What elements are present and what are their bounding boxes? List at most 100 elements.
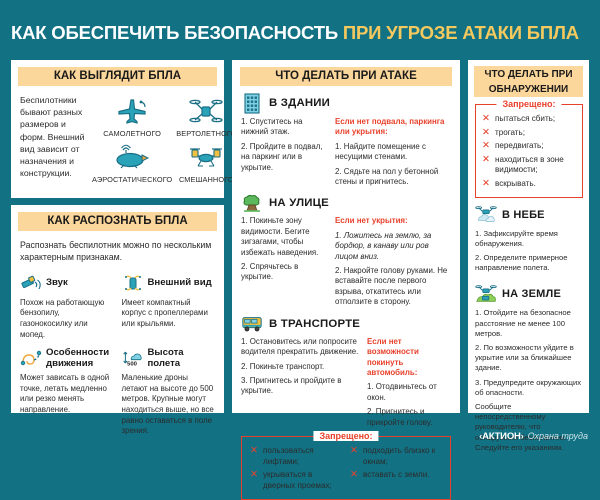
- recognition-sign-item: 500 Высота полета Маленькие дроны летают…: [122, 346, 216, 437]
- recognition-sign-title: Высота полета: [147, 347, 184, 370]
- step-line: 2. По возможности уйдите в укрытие или з…: [475, 342, 574, 373]
- recognition-sign-text: Может зависать в одной точке, летать мед…: [20, 373, 110, 414]
- forbidden-box-attack: Запрещено: ✕пользоваться лифтами; ✕укрыв…: [241, 430, 451, 500]
- bus-icon: [241, 314, 263, 334]
- step-line: 1. Спуститесь на нижний этаж.: [241, 117, 303, 137]
- recognition-sign-text: Имеет компактный корпус с пропеллерами и…: [121, 297, 208, 328]
- step-line: 1. Найдите помещение с несущими стенами.: [335, 141, 426, 162]
- recognition-sign-item: Внешний вид Имеет компактный корпус с пр…: [122, 271, 216, 340]
- attack-section-left-steps: 1. Покиньте зону видимости. Бегите зигза…: [241, 216, 327, 307]
- panel-what-to-do-when-found: ЧТО ДЕЛАТЬ ПРИ ОБНАРУЖЕНИИ Запрещено: ✕ п…: [468, 60, 589, 452]
- found-section-sky: В НЕБЕ 1. Зафиксируйте время обнаружения…: [468, 198, 589, 274]
- step-line: Сообщите непосредственному руководителю,…: [475, 402, 567, 452]
- forbidden-item: ✕ трогать;: [482, 126, 578, 139]
- attack-section-left-steps: 1. Спуститесь на нижний этаж. 2. Пройдит…: [241, 117, 327, 187]
- forbidden-list: ✕ пытаться сбить; ✕ трогать; ✕ передвигать;…: [482, 113, 578, 190]
- panel-how-drone-looks: КАК ВЫГЛЯДИТ БПЛА Беспилотники бывают ра…: [11, 60, 236, 198]
- recognition-signs-grid: Звук Похож на работающую бензопилу, газо…: [11, 264, 224, 437]
- forbidden-item-label: укрываться в дверных проемах;: [263, 470, 332, 490]
- forbidden-item-label: передвигать;: [495, 141, 544, 151]
- forbidden-item: ✕находиться в зоне видимости;: [482, 154, 578, 176]
- page-title-main: КАК ОБЕСПЕЧИТЬ БЕЗОПАСНОСТЬ: [11, 22, 338, 43]
- forbidden-item: ✕ передвигать;: [482, 141, 578, 152]
- brand-subtitle: Охрана труда: [527, 431, 588, 441]
- forbidden-item-label: подходить близко к окнам;: [363, 445, 436, 466]
- recognition-sign-text: Похож на работающую бензопилу, газонокос…: [20, 297, 105, 339]
- forbidden-item: ✕ подходить близко к окнам;: [350, 444, 444, 467]
- cross-icon: ✕: [482, 126, 490, 138]
- tree-icon: [241, 193, 263, 213]
- step-line: 3. Предупредите окружающих об опасности.: [475, 377, 582, 397]
- airship-drone-icon: [92, 140, 172, 174]
- forbidden-item-label: трогать;: [495, 127, 525, 137]
- forbidden-legend: Запрещено:: [496, 99, 562, 109]
- cross-icon: ✕: [250, 444, 258, 456]
- recognition-sign-title: Внешний вид: [147, 277, 212, 289]
- panel-how-drone-looks-body: Беспилотники бывают разных размеров и фо…: [11, 86, 236, 184]
- attack-section-right-steps: Если нет подвала, паркинга или укрытия: …: [335, 117, 451, 187]
- hybrid-drone-icon: [176, 140, 236, 174]
- drone-type-item: АЭРОСТАТИЧЕСКОГО: [92, 140, 172, 184]
- cross-icon: ✕: [350, 469, 358, 481]
- step-line: 2. Спрячьтесь в укрытие.: [241, 262, 299, 282]
- found-section-title: НА ЗЕМЛЕ: [502, 288, 561, 301]
- drone-type-grid: САМОЛЕТНОГО: [92, 94, 236, 184]
- attack-section-title: В ТРАНСПОРТЕ: [269, 317, 361, 330]
- found-section-ground: НА ЗЕМЛЕ 1. Отойдите на безопасное расст…: [468, 277, 589, 453]
- panel-how-to-recognize-lead: Распознать беспилотник можно по нескольк…: [20, 240, 212, 263]
- cross-icon: ✕: [482, 113, 490, 124]
- page-title-highlight: ПРИ УГРОЗЕ АТАКИ БПЛА: [342, 22, 579, 43]
- cross-icon: ✕: [350, 444, 358, 456]
- recognition-sign-title: Особенности движения: [46, 347, 110, 370]
- recognition-sign-item: Особенности движения Может зависать в од…: [20, 346, 114, 437]
- found-section-title: В НЕБЕ: [502, 208, 545, 221]
- recognition-sign-title: Звук: [46, 277, 68, 289]
- svg-text:500: 500: [127, 362, 138, 368]
- step-line: 2. Пройдите в подвал, на паркинг или в у…: [241, 141, 323, 172]
- conditional-lead: Если нет подвала, паркинга или укрытия:: [335, 117, 445, 137]
- step-line: 1. Зафиксируйте время обнаружения.: [475, 228, 558, 248]
- conditional-lead: Если нет укрытия:: [335, 216, 408, 226]
- attack-section-title: В ЗДАНИИ: [269, 97, 331, 109]
- step-line: 1. Ложитесь на землю, за бордюр, в канав…: [335, 230, 432, 261]
- step-line: 2. Сядьте на пол у бетонной стены и приг…: [335, 166, 439, 187]
- forbidden-item: ✕ пытаться сбить;: [482, 113, 578, 125]
- forbidden-list-left: ✕ пользоваться лифтами; ✕ укрываться в две…: [250, 444, 344, 494]
- attack-section-transport: В ТРАНСПОРТЕ 1. Остановитесь или попроси…: [232, 308, 460, 428]
- forbidden-item-label: пользоваться лифтами;: [263, 445, 314, 466]
- forbidden-item: ✕ вставать с земли.: [350, 470, 444, 481]
- step-line: 1. Отодвиньтесь от окон.: [367, 382, 437, 402]
- forbidden-item-label: вставать с земли.: [363, 470, 430, 480]
- step-line: 3. Пригнитесь и пройдите в укрытие.: [241, 375, 342, 396]
- recognition-sign-item: Звук Похож на работающую бензопилу, газо…: [20, 271, 114, 340]
- forbidden-list-right: ✕ подходить близко к окнам; ✕ вставать с з…: [350, 444, 444, 494]
- attack-section-street: НА УЛИЦЕ 1. Покиньте зону видимости. Бег…: [232, 187, 460, 307]
- forbidden-item-label: находиться в зоне видимости;: [495, 154, 564, 175]
- step-line: 1. Отойдите на безопасное расстояние не …: [475, 308, 571, 338]
- panel-what-to-do-when-found-caption: ЧТО ДЕЛАТЬ ПРИ ОБНАРУЖЕНИИ: [474, 66, 583, 97]
- panel-how-to-recognize-caption: КАК РАСПОЗНАТЬ БПЛА: [18, 212, 217, 231]
- panel-what-to-do-under-attack-caption: ЧТО ДЕЛАТЬ ПРИ АТАКЕ: [240, 67, 452, 86]
- ground-drone-icon: [475, 283, 497, 305]
- step-line: 2. Определите примерное направление поле…: [475, 252, 568, 273]
- conditional-lead: Если нет возможности покинуть автомобиль…: [367, 336, 419, 377]
- forbidden-item: ✕ пользоваться лифтами;: [250, 444, 344, 467]
- drone-type-label: ВЕРТОЛЕТНОГО: [176, 129, 237, 138]
- attack-section-building: В ЗДАНИИ 1. Спуститесь на нижний этаж. 2…: [232, 86, 460, 187]
- attack-section-title: НА УЛИЦЕ: [269, 197, 329, 210]
- forbidden-item-label: пытаться сбить;: [495, 114, 556, 123]
- recognition-sign-text: Маленькие дроны летают на высоте до 500 …: [121, 373, 214, 436]
- cross-icon: ✕: [250, 469, 258, 481]
- step-line: 1. Покиньте зону видимости. Бегите зигза…: [241, 216, 319, 257]
- forbidden-item-label: вскрывать.: [495, 178, 536, 188]
- appearance-icon: [122, 273, 144, 293]
- forbidden-item: ✕вскрывать.: [482, 178, 578, 190]
- sky-drone-icon: [475, 204, 497, 226]
- page-title: КАК ОБЕСПЕЧИТЬ БЕЗОПАСНОСТЬ ПРИ УГРОЗЕ А…: [11, 20, 591, 46]
- cross-icon: ✕: [482, 140, 490, 152]
- airplane-drone-icon: [92, 94, 172, 128]
- forbidden-item: ✕ укрываться в дверных проемах;: [250, 470, 344, 491]
- quadcopter-drone-icon: [176, 94, 236, 128]
- infographic-poster: КАК ОБЕСПЕЧИТЬ БЕЗОПАСНОСТЬ ПРИ УГРОЗЕ А…: [11, 20, 591, 500]
- drone-type-item: СМЕШАННОГО: [176, 140, 236, 184]
